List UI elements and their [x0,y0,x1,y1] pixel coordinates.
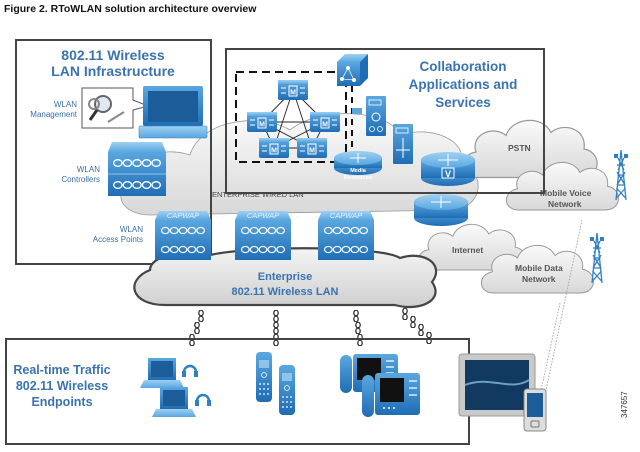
mcu-icon [259,138,289,158]
access-point-icon [318,211,374,260]
wireless-lan-label-2: 802.11 Wireless LAN [232,286,339,298]
cell-tower-icon [590,233,604,283]
endpoints-title-2: 802.11 Wireless [16,379,108,393]
capwap-badge: CAPWAP [330,211,362,220]
endpoints-title-3: Endpoints [31,395,92,409]
access-point-icon [235,211,291,260]
mobile-voice-label-1: Mobile Voice [540,188,592,198]
media-resources-label-1: Media [350,168,367,174]
application-server-icon [393,124,413,164]
voice-gateway-badge: V [445,169,451,179]
wlan-management-icon [81,86,208,139]
wlan-management-label-2: Management [30,110,77,119]
collaboration-title-2: Applications and [409,77,518,92]
laptop-softphone-icon [140,358,211,417]
capwap-badge: CAPWAP [167,211,199,220]
wlan-controllers-label-2: Controllers [61,175,100,184]
figure-id: 347657 [620,391,629,418]
presence-server-icon [337,54,368,86]
figure-title: Figure 2. RToWLAN solution architecture … [4,3,257,15]
collaboration-title-1: Collaboration [420,59,507,74]
enterprise-wireless-lan-cloud [133,247,438,309]
wlan-management-label-1: WLAN [54,100,77,109]
wireless-lan-label-1: Enterprise [258,271,312,283]
capwap-badge: CAPWAP [247,211,279,220]
infrastructure-box [15,39,212,265]
mobile-data-label-2: Network [522,274,556,284]
endpoints-title-1: Real-time Traffic [13,363,110,377]
call-manager-server-icon [352,96,386,136]
ip-desk-phone-icon [340,354,420,417]
wlan-access-points-label-2: Access Points [93,235,143,244]
mcu-icon [310,112,340,132]
mobile-data-label-1: Mobile Data [515,263,563,273]
infrastructure-title-1: 802.11 Wireless [61,47,165,63]
pstn-label: PSTN [508,143,531,153]
wireless-link-chains [189,308,432,346]
mcu-icon [278,80,308,100]
collaboration-title-3: Services [435,95,491,110]
wlan-controllers-label-1: WLAN [77,165,100,174]
smartphone-icon [523,388,547,432]
internet-router-icon [414,194,468,226]
wlan-access-points-label-1: WLAN [120,225,143,234]
wireless-handset-icon [256,352,295,415]
mcu-cluster-box [235,71,347,163]
mobile-link-lines [539,219,583,396]
mcu-icon [247,112,277,132]
infrastructure-title-2: LAN Infrastructure [51,63,175,79]
mcu-icon [297,138,327,158]
wlan-controller-icon [108,142,166,196]
media-resources-label-2: Resources [344,175,372,181]
collaboration-box [225,48,545,194]
internet-label: Internet [452,245,483,255]
access-point-icon [155,211,211,260]
enterprise-wired-lan-label: ENTERPRISE WIRED LAN [212,190,304,199]
cell-tower-icon [614,150,628,200]
voice-gateway-router-icon [421,152,475,186]
media-resources-router-icon [334,151,382,175]
mobile-voice-label-2: Network [548,199,582,209]
tablet-device-icon [458,353,536,417]
